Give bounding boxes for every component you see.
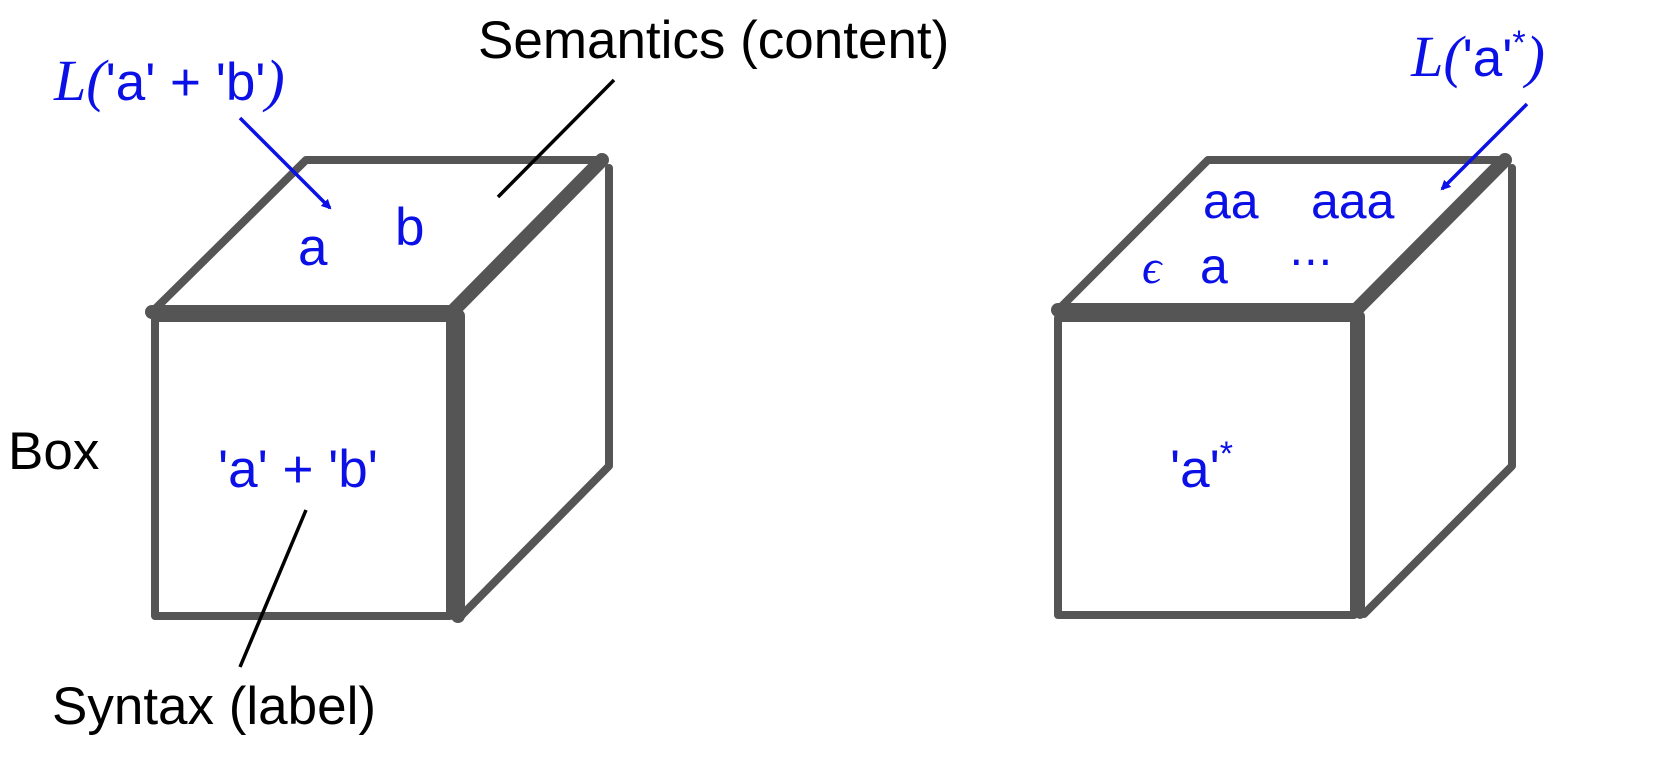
- right-language-symbol: L: [1410, 24, 1443, 89]
- right-box-top-right-edge: [1349, 153, 1512, 317]
- syntax-annotation: Syntax (label): [52, 677, 376, 736]
- syntax-pointer-line: [238, 509, 308, 668]
- right-content-item-a: a: [1200, 238, 1228, 294]
- left-box: [145, 153, 613, 623]
- right-content-ellipsis: ⋯: [1289, 237, 1333, 286]
- right-language-argument: 'a': [1463, 29, 1513, 88]
- right-language-close-paren: ): [1523, 24, 1545, 89]
- left-language-open-paren: (: [86, 48, 109, 113]
- right-language-star: *: [1512, 24, 1525, 62]
- right-content-item-aa: aa: [1203, 173, 1259, 229]
- left-box-side-face: [457, 164, 613, 620]
- right-language-open-paren: (: [1443, 24, 1466, 89]
- semantics-pointer-line: [496, 78, 616, 199]
- right-content-epsilon: ϵ: [1142, 241, 1163, 294]
- right-box-label-star: *: [1220, 435, 1233, 473]
- left-box-top-right-edge: [445, 153, 609, 319]
- left-content-item-b: b: [395, 198, 424, 257]
- left-language-symbol: L: [53, 48, 86, 113]
- right-box-front-face: [1054, 314, 1358, 619]
- left-language-arrow: [238, 116, 332, 210]
- right-box-label-expression: 'a'*: [1170, 435, 1233, 499]
- box-annotation: Box: [8, 422, 99, 481]
- right-language-arrow: [1440, 102, 1529, 191]
- right-box-label: 'a': [1170, 440, 1220, 499]
- right-box: [1051, 153, 1516, 619]
- left-box-label: 'a' + 'b': [218, 440, 378, 499]
- left-box-front-face: [151, 314, 454, 620]
- right-content-item-aaa: aaa: [1311, 173, 1395, 229]
- left-language-close-paren: ): [262, 48, 284, 113]
- left-language-argument: 'a' + 'b': [106, 53, 266, 112]
- left-language-expression: L('a' + 'b'): [53, 48, 285, 113]
- right-box-side-face: [1360, 164, 1516, 618]
- right-language-expression: L('a'*): [1410, 24, 1545, 89]
- semantics-annotation: Semantics (content): [478, 11, 949, 70]
- left-content-item-a: a: [298, 218, 328, 277]
